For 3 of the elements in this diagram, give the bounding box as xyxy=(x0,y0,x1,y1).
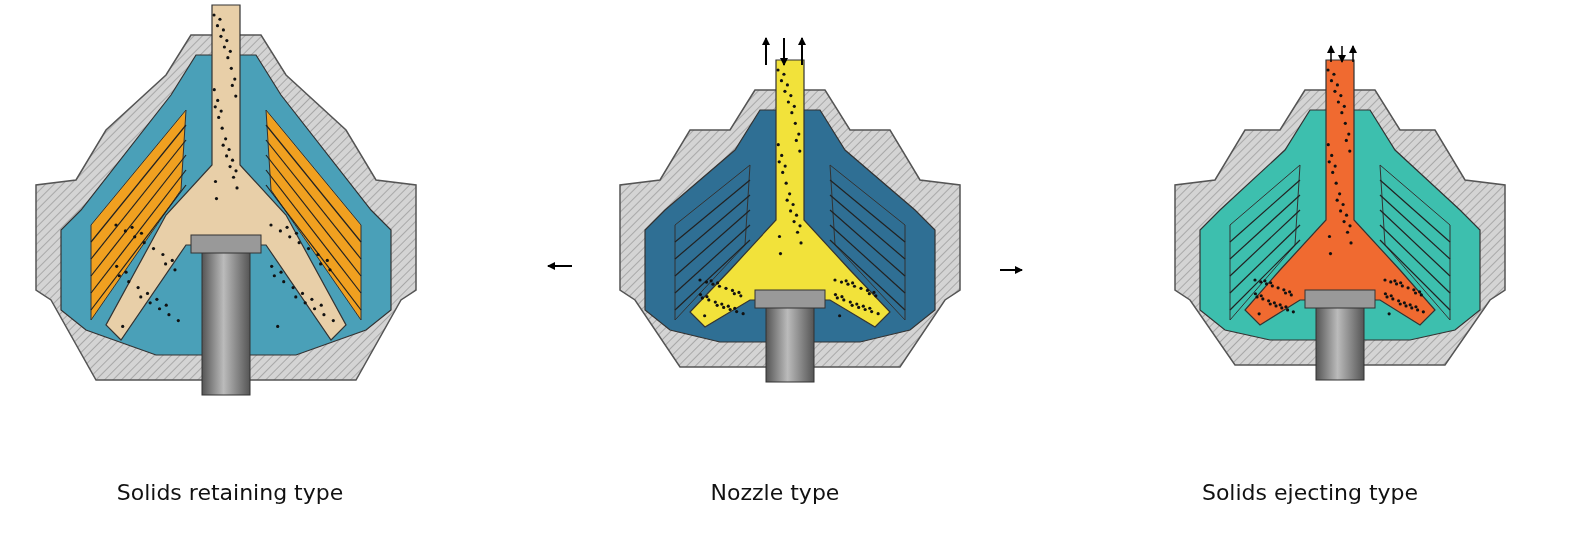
caption: Nozzle type xyxy=(710,480,840,505)
caption: Solids retaining type xyxy=(116,480,344,505)
caption: Solids ejecting type xyxy=(1201,480,1419,505)
